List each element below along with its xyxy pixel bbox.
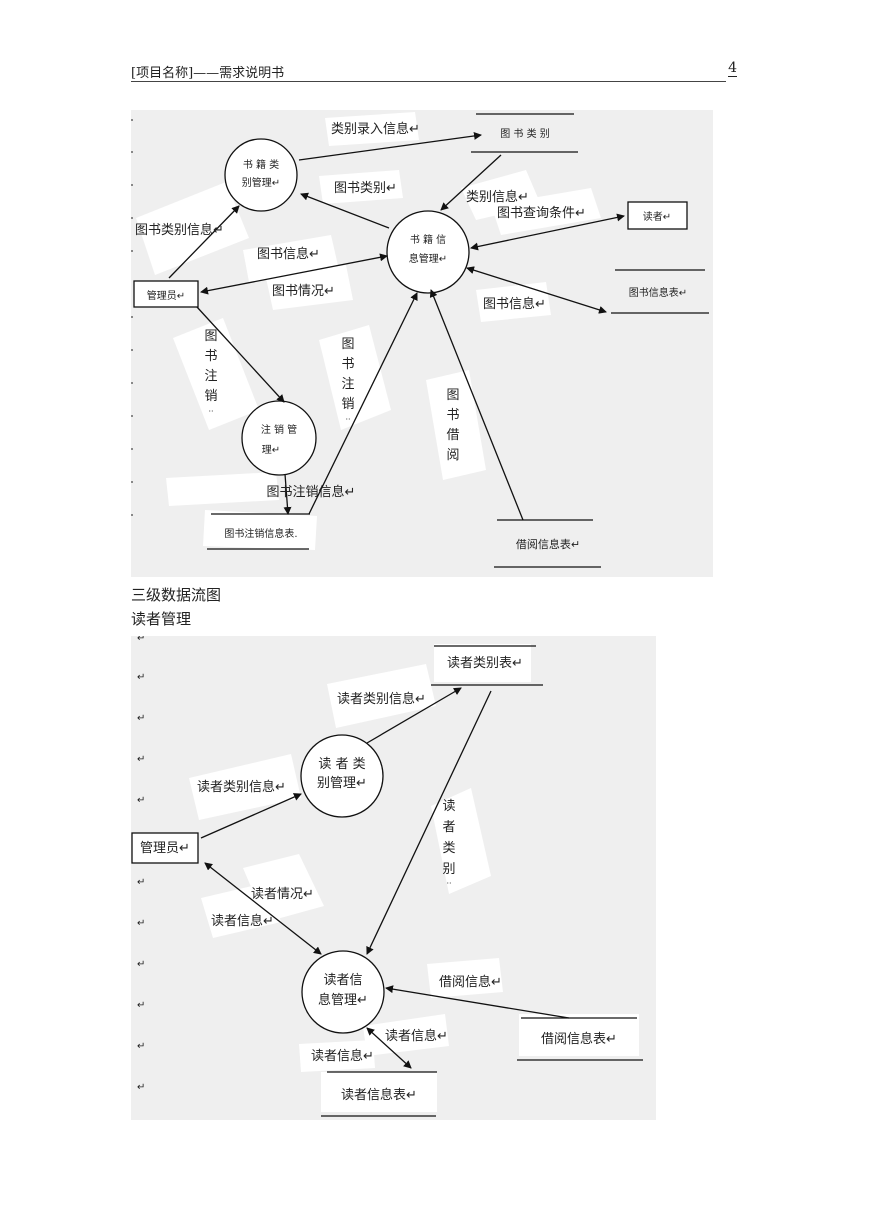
flow-cancel-left-vertical: 图 书 注 销 ·· xyxy=(204,329,217,416)
svg-text:↵: ↵ xyxy=(137,877,145,888)
admin-entity-label-2: 管理员↵ xyxy=(140,841,190,856)
flow-reader-info-right: 读者信息↵ xyxy=(385,1028,448,1044)
category-mgmt-line1: 书 籍 类 xyxy=(243,158,279,171)
reader-entity-label: 读者↵ xyxy=(643,210,671,223)
reader-mgmt-dataflow-diagram: ↵ ↵ ↵ ↵ ↵ ↵ ↵ ↵ ↵ ↵ ↵ xyxy=(131,636,656,1120)
svg-text:↵: ↵ xyxy=(137,1082,145,1093)
level3-caption: 三级数据流图 xyxy=(131,586,222,604)
admin-entity-box xyxy=(133,280,199,308)
flow-reader-category-info-left: 读者类别信息↵ xyxy=(197,779,286,795)
flow-reader-status: 读者情况↵ xyxy=(251,887,314,902)
flow-query-conditions: 图书查询条件↵ xyxy=(497,205,586,221)
flow-borrow-info-2: 借阅信息↵ xyxy=(439,974,502,990)
flow-borrow-vertical: 图 书 借 阅 xyxy=(446,388,459,463)
reader-entity-box xyxy=(627,201,688,230)
flow-reader-info-left: 读者信息↵ xyxy=(211,913,274,929)
svg-text:↵: ↵ xyxy=(137,795,145,806)
svg-text:图: 图 xyxy=(341,337,354,352)
svg-text:书: 书 xyxy=(446,408,459,423)
reader-category-mgmt-process xyxy=(300,734,384,818)
flow-book-category: 图书类别↵ xyxy=(334,181,397,196)
store-reader-info-label: 读者信息表↵ xyxy=(341,1087,417,1103)
flow-book-status: 图书情况↵ xyxy=(272,284,335,299)
svg-text:类: 类 xyxy=(442,841,455,856)
svg-text:注: 注 xyxy=(204,369,217,384)
svg-text:↵: ↵ xyxy=(137,713,145,724)
svg-text:↵: ↵ xyxy=(137,1041,145,1052)
svg-text:··: ·· xyxy=(446,879,451,888)
admin-entity-label: 管理员↵ xyxy=(147,289,185,302)
reader-category-mgmt-line1: 读 者 类 xyxy=(318,757,365,772)
flow-category-info: 类别信息↵ xyxy=(466,189,529,205)
cancel-mgmt-line2: 理↵ xyxy=(262,444,280,456)
svg-text:↵: ↵ xyxy=(137,672,145,683)
reader-category-mgmt-line2: 别管理↵ xyxy=(317,776,367,791)
svg-text:注: 注 xyxy=(341,377,354,392)
flow-reader-category-info-top: 读者类别信息↵ xyxy=(337,691,426,707)
svg-text:↵: ↵ xyxy=(137,918,145,929)
reader-info-mgmt-line2: 息管理↵ xyxy=(318,992,368,1008)
svg-text:别: 别 xyxy=(442,862,455,877)
store-reader-category-label: 读者类别表↵ xyxy=(447,656,523,671)
reader-info-mgmt-process xyxy=(301,950,385,1034)
store-borrow-info-label: 借阅信息表↵ xyxy=(516,537,580,551)
cancel-mgmt-line1: 注 销 管 xyxy=(261,423,297,436)
svg-text:↵: ↵ xyxy=(137,1000,145,1011)
reader-info-mgmt-line1: 读者信 xyxy=(323,973,362,988)
reader-mgmt-caption: 读者管理 xyxy=(131,610,192,628)
paragraph-marks: ↵ ↵ ↵ ↵ ↵ ↵ ↵ ↵ ↵ ↵ ↵ xyxy=(137,636,145,1093)
book-info-dataflow-diagram: 图 书 类 别 图书信息表↵ 图书注销信息表. 借阅信息表↵ 管理员↵ 读者↵ … xyxy=(131,110,713,577)
info-mgmt-line2: 息管理↵ xyxy=(409,252,447,265)
svg-text:书: 书 xyxy=(204,349,217,364)
svg-text:读: 读 xyxy=(442,799,455,814)
svg-text:销: 销 xyxy=(341,397,354,412)
page-header: [项目名称]——需求说明书 4 xyxy=(131,60,737,82)
header-rule xyxy=(131,81,726,82)
info-mgmt-line1: 书 籍 信 xyxy=(410,233,446,246)
svg-text:··: ·· xyxy=(208,407,213,416)
flow-cancel-mid-vertical: 图 书 注 销 ·· xyxy=(341,337,354,424)
svg-text:··: ·· xyxy=(345,415,350,424)
store-cancel-info-label: 图书注销信息表. xyxy=(224,527,297,540)
flow-cancel-info: 图书注销信息↵ xyxy=(267,484,356,500)
store-borrow-info-label-2: 借阅信息表↵ xyxy=(541,1031,617,1047)
cancel-mgmt-process xyxy=(241,400,317,476)
admin-entity-box-2 xyxy=(131,832,199,864)
svg-text:借: 借 xyxy=(446,428,459,443)
flow-book-info-out: 图书信息↵ xyxy=(483,296,546,312)
info-mgmt-process xyxy=(386,210,470,294)
svg-text:↵: ↵ xyxy=(137,754,145,765)
svg-text:书: 书 xyxy=(341,357,354,372)
category-mgmt-process xyxy=(224,138,298,212)
store-book-info-label: 图书信息表↵ xyxy=(629,286,687,299)
svg-text:阅: 阅 xyxy=(446,448,459,463)
svg-text:销: 销 xyxy=(204,389,217,404)
flow-book-info-in: 图书信息↵ xyxy=(257,246,320,262)
flow-reader-info-bottom: 读者信息↵ xyxy=(311,1048,374,1064)
flow-reader-category-vertical: 读 者 类 别 ·· xyxy=(442,799,455,888)
document-title: [项目名称]——需求说明书 xyxy=(131,66,285,81)
store-category-label: 图 书 类 别 xyxy=(500,127,550,140)
flow-category-entry: 类别录入信息↵ xyxy=(331,121,420,137)
flow-book-category-info: 图书类别信息↵ xyxy=(135,222,224,238)
svg-text:图: 图 xyxy=(446,388,459,403)
svg-text:者: 者 xyxy=(442,820,455,835)
svg-text:↵: ↵ xyxy=(137,636,145,644)
page-number: 4 xyxy=(728,60,737,77)
svg-text:图: 图 xyxy=(204,329,217,344)
category-mgmt-line2: 别管理↵ xyxy=(242,176,280,189)
svg-text:↵: ↵ xyxy=(137,959,145,970)
